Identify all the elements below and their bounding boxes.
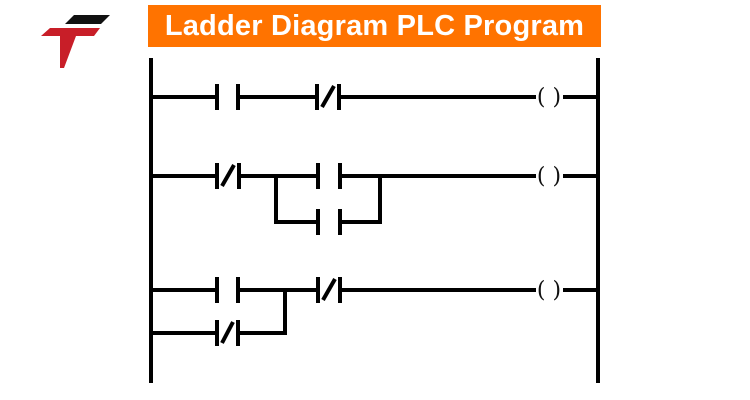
output-coil: ( ) [537,164,561,189]
output-coil: ( ) [537,85,561,110]
page-title: Ladder Diagram PLC Program [164,9,585,42]
logo-black-stripe [65,15,110,24]
normally-closed-contact [215,320,240,346]
normally-closed-contact [316,277,342,303]
logo-red-t-shape [41,28,100,68]
parallel-branch [274,176,382,235]
company-logo-icon [41,15,110,68]
normally-open-contact [215,277,240,303]
normally-open-contact [316,163,342,189]
parallel-branch [151,290,287,346]
rung-2 [151,163,598,235]
rung-1 [151,84,598,110]
normally-closed-contact [215,163,241,189]
normally-open-contact [215,84,240,110]
output-coil: ( ) [537,278,561,303]
rung-3 [151,277,598,346]
normally-closed-contact [315,84,341,110]
title-banner: Ladder Diagram PLC Program [148,5,601,47]
